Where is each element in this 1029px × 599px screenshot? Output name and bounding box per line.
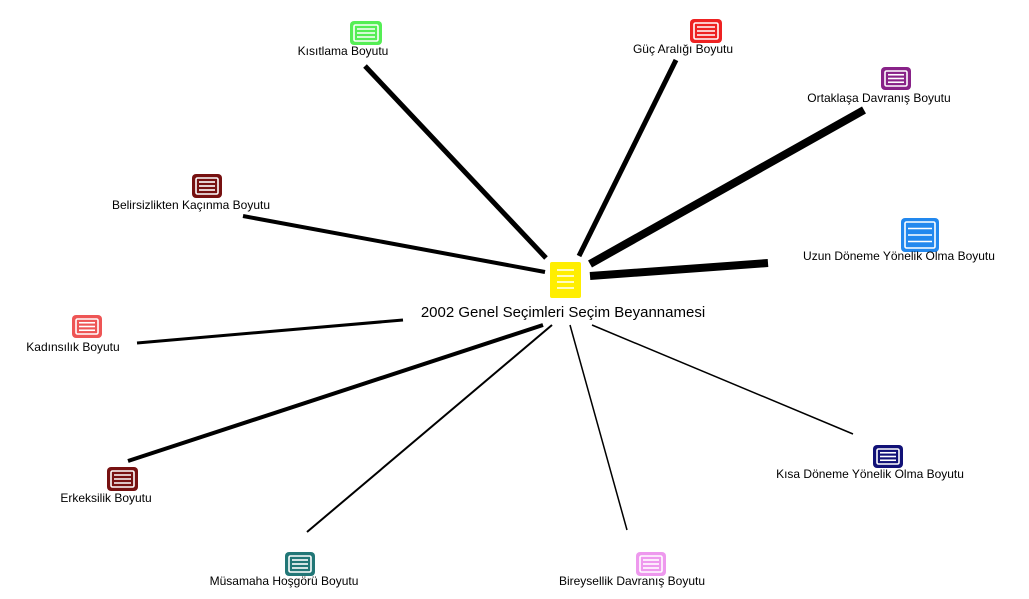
node-label-erkeksilik: Erkeksilik Boyutu	[60, 491, 151, 505]
edge-kisitlama	[363, 64, 548, 260]
node-guc-araligi[interactable]: Güç Aralığı Boyutu	[633, 19, 733, 56]
node-kadinsilik[interactable]: Kadınsılık Boyutu	[26, 315, 120, 354]
document-icon-frame	[876, 448, 900, 465]
node-label-ortaklasa: Ortaklaşa Davranış Boyutu	[807, 91, 950, 105]
nodes-layer: Kısıtlama Boyutu Güç Aralığı BoyutuOrtakl…	[26, 19, 995, 588]
node-musamaha[interactable]: Müsamaha Hoşgörü Boyutu	[210, 552, 359, 588]
document-icon-frame	[904, 221, 936, 249]
document-icon-frame	[639, 555, 663, 573]
edge-musamaha	[306, 324, 553, 533]
document-icon-frame	[693, 22, 719, 40]
document-icon-frame	[884, 70, 908, 87]
node-label-guc-araligi: Güç Aralığı Boyutu	[633, 42, 733, 56]
node-label-belirsizlikten: Belirsizlikten Kaçınma Boyutu	[112, 198, 270, 212]
node-belirsizlikten[interactable]: Belirsizlikten Kaçınma Boyutu	[112, 174, 270, 212]
node-bireysellik[interactable]: Bireysellik Davranış Boyutu	[559, 552, 705, 588]
node-erkeksilik[interactable]: Erkeksilik Boyutu	[60, 467, 152, 505]
node-ortaklasa[interactable]: Ortaklaşa Davranış Boyutu	[807, 67, 951, 105]
edge-erkeksilik	[127, 323, 544, 463]
node-kisitlama[interactable]: Kısıtlama Boyutu	[298, 21, 389, 58]
document-icon-frame	[353, 24, 379, 42]
document-icon-frame	[195, 177, 219, 195]
edges-layer	[127, 58, 866, 533]
document-icon-frame	[288, 555, 312, 573]
node-label-uzun-doneme: Uzun Döneme Yönelik Olma Boyutu	[803, 249, 995, 263]
edge-ortaklasa	[588, 106, 866, 268]
center-label: 2002 Genel Seçimleri Seçim Beyannamesi	[421, 304, 705, 321]
document-icon-frame	[110, 470, 135, 488]
edge-guc-araligi	[576, 58, 679, 258]
edge-belirsizlikten	[242, 214, 546, 274]
node-label-bireysellik: Bireysellik Davranış Boyutu	[559, 574, 705, 588]
node-uzun-doneme[interactable]: Uzun Döneme Yönelik Olma Boyutu	[803, 218, 995, 263]
edge-uzun-doneme	[589, 259, 769, 280]
node-label-kadinsilik: Kadınsılık Boyutu	[26, 340, 119, 354]
document-icon-frame	[75, 318, 99, 335]
edge-kisa-doneme	[591, 324, 854, 435]
center-document-icon	[550, 262, 581, 298]
node-label-kisa-doneme: Kısa Döneme Yönelik Olma Boyutu	[776, 467, 964, 481]
node-kisa-doneme[interactable]: Kısa Döneme Yönelik Olma Boyutu	[776, 445, 964, 481]
edge-bireysellik	[569, 324, 628, 531]
node-label-musamaha: Müsamaha Hoşgörü Boyutu	[210, 574, 359, 588]
edge-kadinsilik	[136, 318, 404, 345]
node-label-kisitlama: Kısıtlama Boyutu	[298, 44, 389, 58]
center-node[interactable]: 2002 Genel Seçimleri Seçim Beyannamesi	[421, 262, 705, 321]
